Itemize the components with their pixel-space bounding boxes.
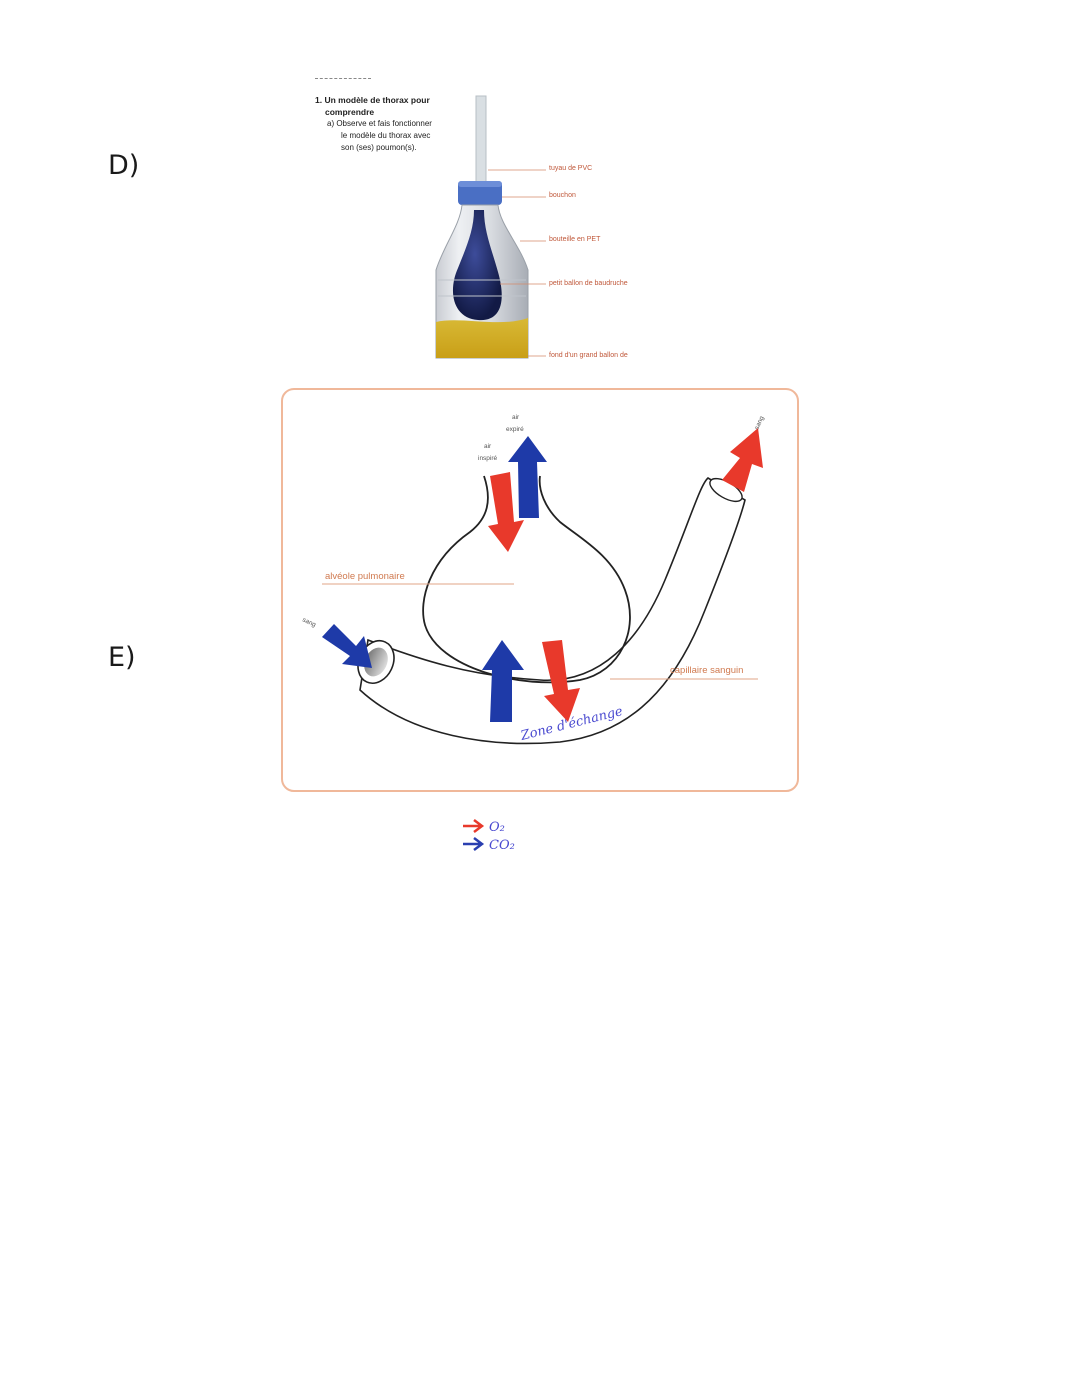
textbook-heading: 1. Un modèle de thorax pour [315, 95, 430, 105]
textbook-instruction-cont-2: son (ses) poumon(s). [341, 143, 417, 152]
label-alveole: alvéole pulmonaire [325, 571, 405, 582]
legend-o2-label: O₂ [489, 820, 505, 835]
arrow-o2-exchange [542, 640, 580, 722]
label-balloon: petit ballon de baudruche [549, 280, 628, 287]
label-base: fond d'un grand ballon de [549, 352, 628, 359]
label-air-expire-2: expiré [506, 426, 524, 433]
arrow-o2-inspired [488, 472, 524, 552]
label-air-expire-1: air [512, 414, 520, 421]
label-bottle: bouteille en PET [549, 236, 601, 243]
arrow-o2-blood-out [722, 428, 763, 492]
arrow-co2-exchange [482, 640, 524, 722]
cropped-header-dashes [315, 78, 371, 79]
section-label-e: E) [108, 642, 136, 673]
textbook-excerpt: 1. Un modèle de thorax pour comprendre a… [315, 94, 465, 154]
legend-red-arrow-icon [463, 819, 485, 833]
arrow-co2-expired [508, 436, 547, 518]
legend-co2: CO₂ [463, 837, 515, 853]
textbook-instruction-cont-1: le modèle du thorax avec [341, 131, 431, 140]
capillary-vessel [359, 477, 746, 745]
textbook-instruction: a) Observe et fais fonctionner [327, 119, 432, 128]
label-air-inspire-1: air [484, 443, 492, 450]
label-tube: tuyau de PVC [549, 165, 592, 172]
legend-co2-label: CO₂ [489, 838, 515, 853]
label-capillaire: capillaire sanguin [670, 665, 743, 676]
liquid-base [436, 318, 528, 358]
legend-o2: O₂ [463, 819, 505, 835]
arrow-co2-blood-in [322, 624, 372, 668]
label-air-inspire-2: inspiré [478, 455, 498, 462]
label-cap: bouchon [549, 192, 576, 199]
legend-blue-arrow-icon [463, 837, 485, 851]
section-label-d: D) [108, 150, 140, 181]
textbook-heading-cont: comprendre [325, 107, 375, 117]
balloon-lung [452, 210, 502, 321]
capillary-opening [364, 647, 388, 677]
